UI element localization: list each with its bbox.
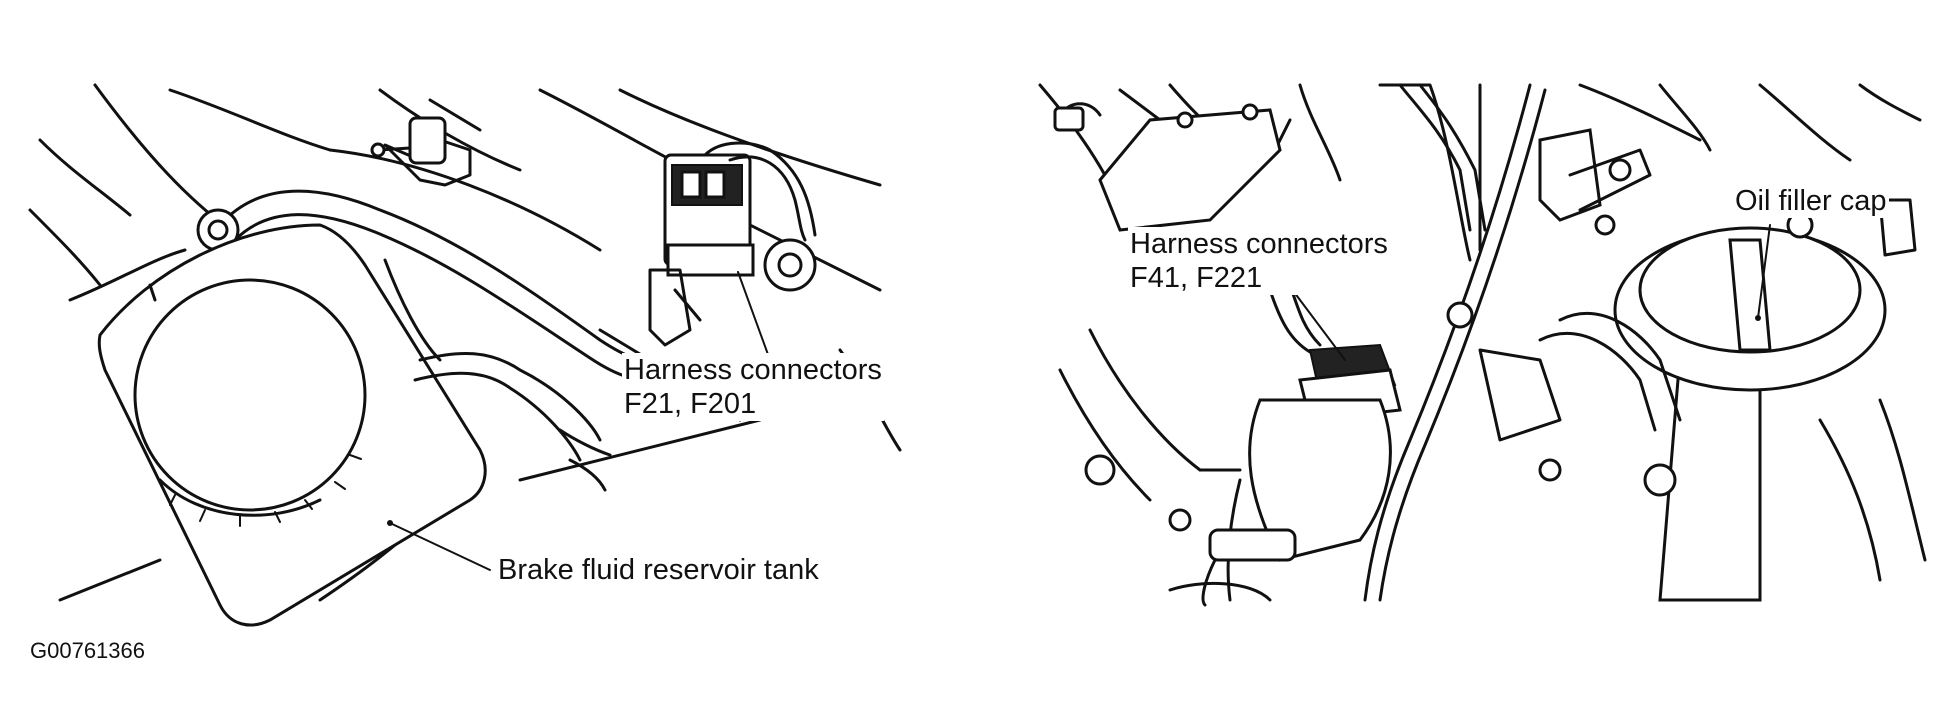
label-brake-fluid-reservoir: Brake fluid reservoir tank	[496, 553, 821, 587]
right-panel-illustration	[1038, 83, 1927, 607]
label-reservoir-line1: Brake fluid reservoir tank	[498, 554, 819, 586]
oil-filler-cap	[1613, 198, 1917, 602]
left-panel-illustration	[28, 83, 902, 627]
label-harness-left-line2: F21, F201	[624, 388, 757, 420]
label-harness-left-line1: Harness connectors	[624, 354, 882, 386]
figure-id: G00761366	[30, 638, 145, 663]
connector-f21-f201	[648, 141, 817, 347]
label-harness-connectors-right: Harness connectors F41, F221	[1128, 227, 1390, 295]
label-harness-right-line1: Harness connectors	[1130, 228, 1388, 260]
brake-fluid-reservoir	[97, 223, 487, 627]
label-oil-filler-cap: Oil filler cap	[1733, 184, 1889, 218]
label-oil-cap-line1: Oil filler cap	[1735, 185, 1887, 217]
leader-harness-left	[737, 271, 771, 361]
label-harness-right-line2: F41, F221	[1130, 262, 1263, 294]
label-harness-connectors-left: Harness connectors F21, F201	[622, 353, 884, 421]
leader-reservoir	[389, 522, 491, 571]
leader-oil-cap	[1757, 224, 1771, 319]
